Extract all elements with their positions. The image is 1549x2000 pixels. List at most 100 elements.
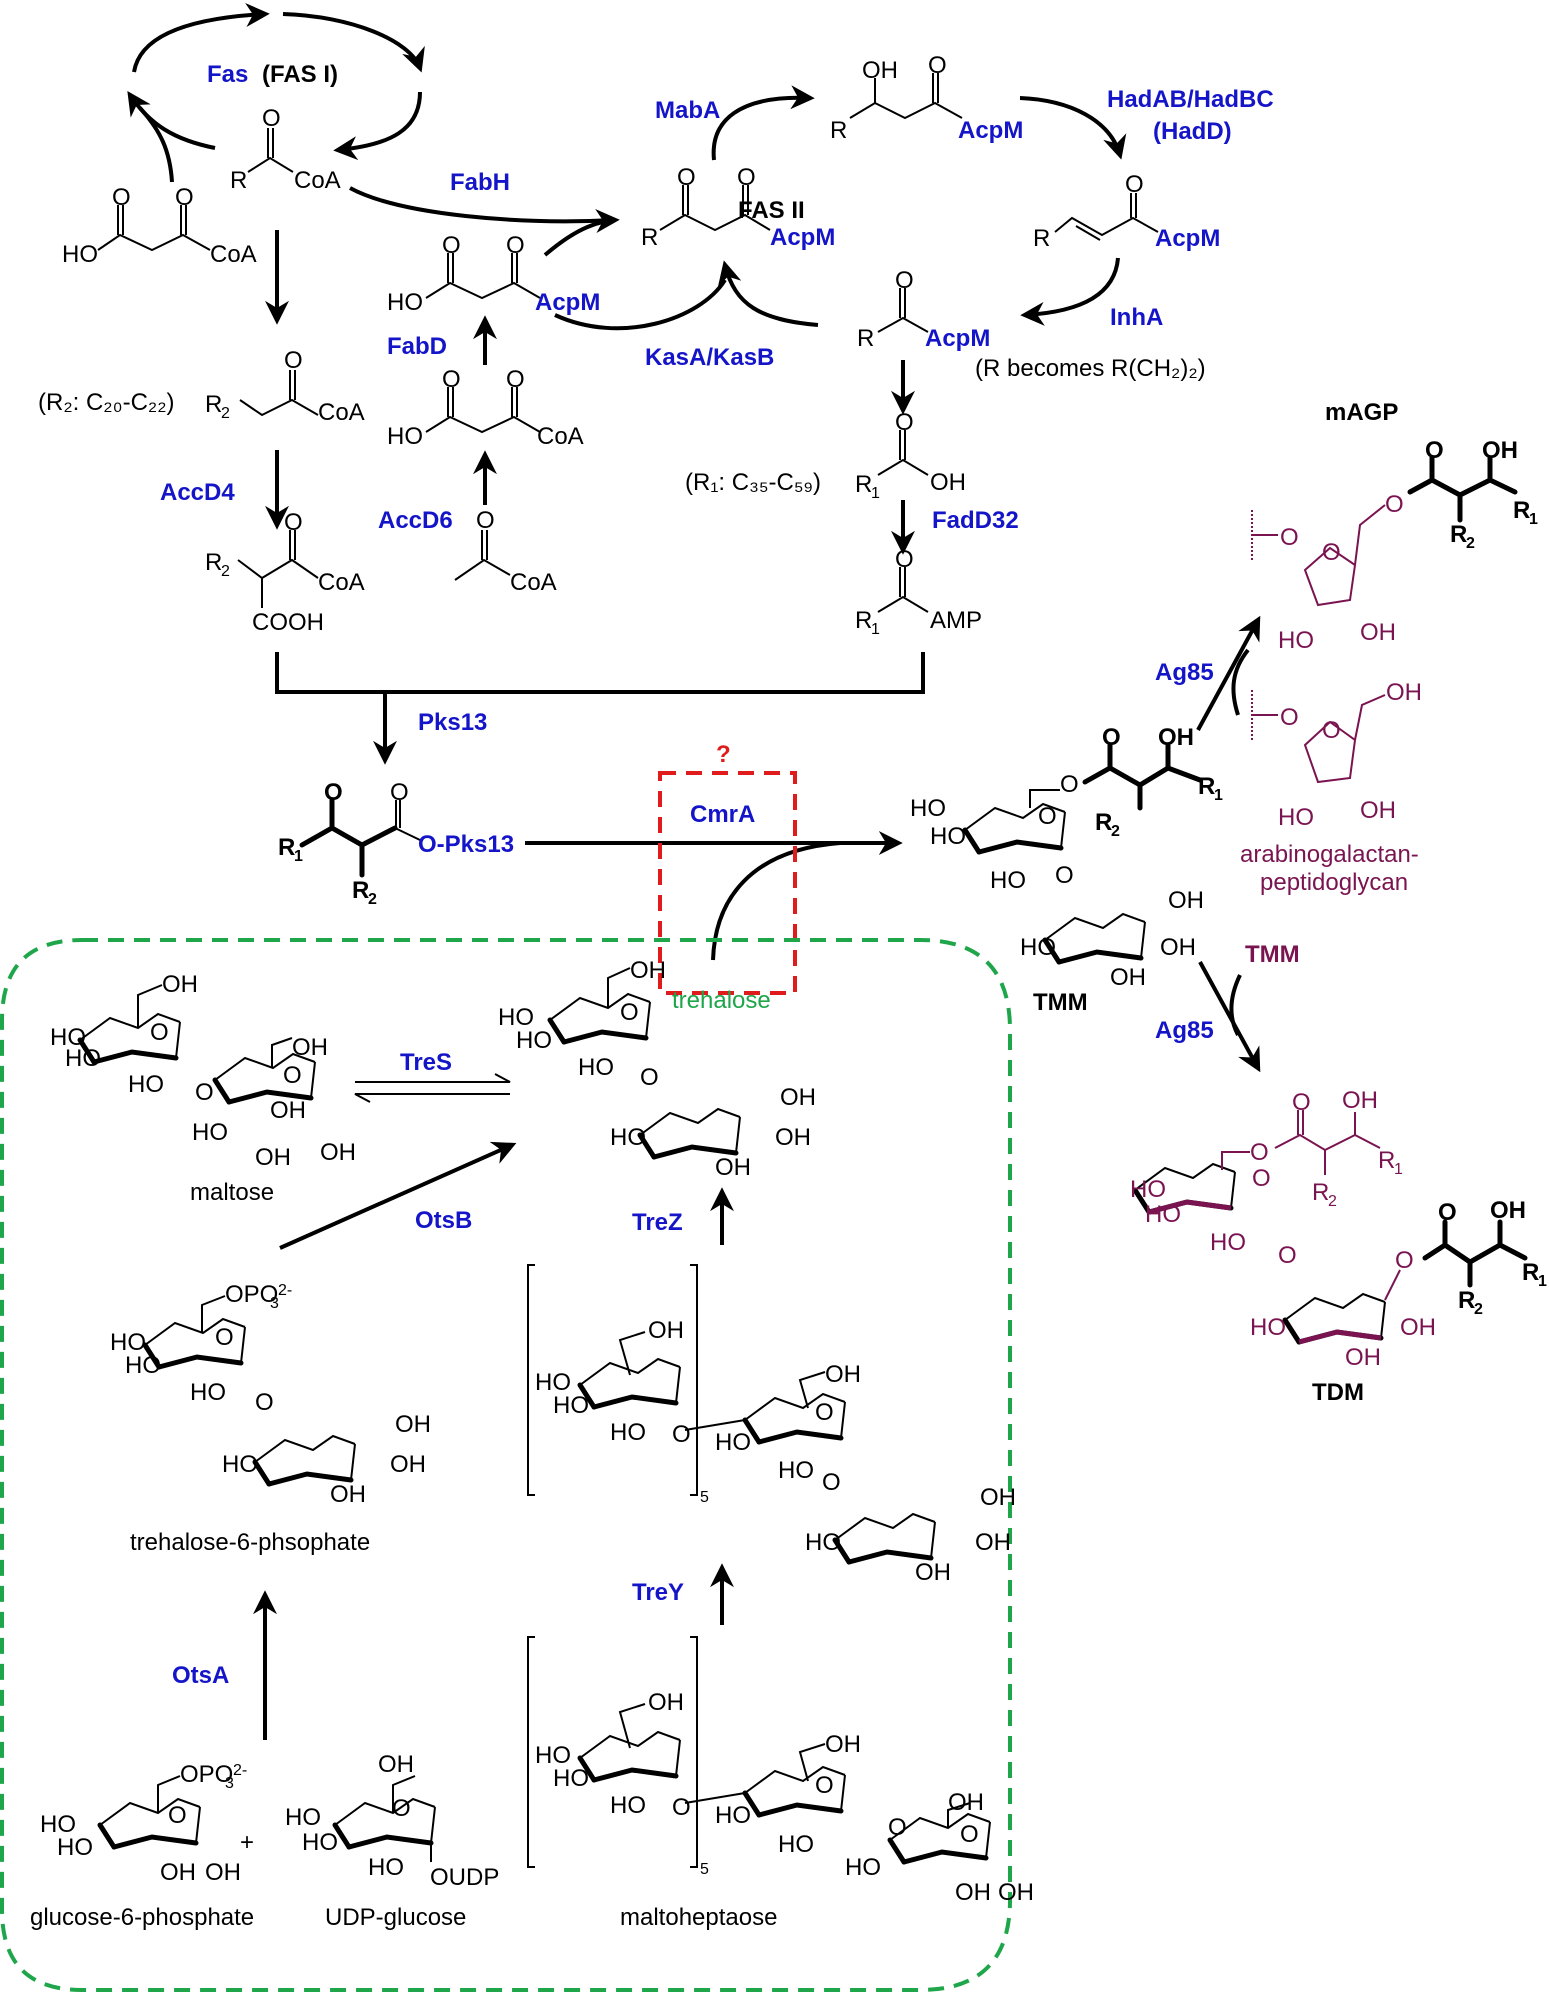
- svg-text:O: O: [262, 105, 281, 132]
- svg-text:O: O: [1060, 771, 1079, 798]
- magp-structure: mAGP O O O HO OH O OH R1 R2: [1251, 399, 1538, 654]
- maltose-label: maltose: [190, 1179, 274, 1206]
- svg-text:HO: HO: [128, 1071, 164, 1098]
- otsb-arrow: [279, 1141, 517, 1250]
- svg-text:HO: HO: [535, 1369, 571, 1396]
- svg-text:2: 2: [221, 563, 230, 580]
- enzyme-fabh: FabH: [450, 169, 510, 196]
- svg-text:OH: OH: [378, 1751, 414, 1778]
- svg-text:HO: HO: [610, 1792, 646, 1819]
- tdm-structure: HO HO HO O O O OH R1 R2 O HO OH OH O O O…: [1130, 1087, 1547, 1406]
- svg-text:OH: OH: [1490, 1197, 1526, 1224]
- svg-text:R: R: [1378, 1147, 1395, 1174]
- tmm-structure: HO HO HO O O O OH R1 R2 O HO OH OH OH TM…: [910, 724, 1223, 1016]
- enzyme-accd4: AccD4: [160, 479, 235, 506]
- svg-text:OH: OH: [390, 1451, 426, 1478]
- svg-text:O: O: [815, 1399, 834, 1426]
- svg-text:R: R: [205, 549, 222, 576]
- svg-text:O: O: [150, 1019, 169, 1046]
- svg-text:1: 1: [1538, 1273, 1547, 1290]
- r-becomes-note: (R becomes R(CH₂)₂): [975, 355, 1206, 382]
- svg-text:O: O: [960, 1821, 979, 1848]
- svg-text:O: O: [620, 999, 639, 1026]
- enzyme-otsa: OtsA: [172, 1662, 229, 1689]
- enzyme-fadd32: FadD32: [932, 507, 1019, 534]
- svg-text:OH: OH: [975, 1529, 1011, 1556]
- enzyme-ag85-top: Ag85: [1155, 659, 1214, 686]
- kasab-arrow-in: [554, 278, 727, 331]
- magp-label: mAGP: [1325, 399, 1398, 426]
- svg-text:HO: HO: [845, 1854, 881, 1881]
- svg-text:R: R: [205, 391, 222, 418]
- svg-text:HO: HO: [516, 1027, 552, 1054]
- svg-text:HO: HO: [302, 1829, 338, 1856]
- plus-sign: +: [240, 1829, 254, 1856]
- svg-text:R: R: [855, 607, 872, 634]
- svg-text:R: R: [1198, 773, 1215, 800]
- svg-text:3: 3: [270, 1295, 279, 1312]
- svg-text:OH: OH: [915, 1559, 951, 1586]
- svg-text:HO: HO: [715, 1429, 751, 1456]
- svg-text:OH: OH: [395, 1411, 431, 1438]
- svg-text:R: R: [857, 325, 874, 352]
- svg-text:CoA: CoA: [210, 241, 257, 268]
- svg-text:O: O: [888, 1814, 907, 1841]
- svg-text:HO: HO: [553, 1765, 589, 1792]
- svg-text:OH: OH: [955, 1879, 991, 1906]
- svg-text:O: O: [1385, 491, 1404, 518]
- svg-text:O: O: [175, 184, 194, 211]
- svg-text:HO: HO: [930, 823, 966, 850]
- tmm-reagent-curve: [1229, 974, 1242, 1036]
- svg-text:O: O: [1280, 704, 1299, 731]
- fas1-arrow-malonyl: [138, 106, 174, 183]
- svg-text:O: O: [1252, 1165, 1271, 1192]
- svg-text:OH: OH: [1160, 934, 1196, 961]
- svg-text:2: 2: [221, 405, 230, 422]
- svg-text:COOH: COOH: [252, 609, 324, 636]
- svg-text:HO: HO: [610, 1419, 646, 1446]
- svg-text:OH: OH: [1360, 619, 1396, 646]
- svg-text:O: O: [672, 1794, 691, 1821]
- svg-text:HO: HO: [805, 1529, 841, 1556]
- svg-text:OH: OH: [648, 1689, 684, 1716]
- svg-text:O: O: [390, 779, 409, 806]
- svg-text:O: O: [1322, 717, 1341, 744]
- arabinogalactan-structure: O O OH HO OH arabinogalactan- peptidogly…: [1240, 679, 1422, 896]
- udp-glucose-label: UDP-glucose: [325, 1904, 466, 1931]
- fas2-label: FAS II: [738, 197, 805, 224]
- svg-text:1: 1: [294, 848, 303, 865]
- pks13-intermediate: O O R1 R2 O-Pks13: [278, 779, 514, 908]
- svg-text:O: O: [506, 366, 525, 393]
- svg-text:R: R: [278, 834, 295, 861]
- svg-text:OH: OH: [648, 1317, 684, 1344]
- svg-text:O: O: [1395, 1247, 1414, 1274]
- svg-text:OPO: OPO: [180, 1761, 233, 1788]
- svg-text:OH: OH: [1386, 679, 1422, 706]
- svg-text:O: O: [284, 347, 303, 374]
- svg-text:OH: OH: [998, 1879, 1034, 1906]
- svg-text:OH: OH: [255, 1144, 291, 1171]
- svg-text:R: R: [1513, 497, 1530, 524]
- svg-text:5: 5: [700, 1861, 709, 1878]
- fas1-cycle: Fas (FAS I): [127, 3, 425, 183]
- cmra-question-mark: ?: [716, 741, 731, 768]
- svg-text:HO: HO: [50, 1024, 86, 1051]
- ag85-top-curve: [1231, 648, 1250, 716]
- svg-text:O: O: [1125, 171, 1144, 198]
- svg-text:O: O: [283, 1062, 302, 1089]
- svg-text:O: O: [1055, 862, 1074, 889]
- svg-text:OH: OH: [825, 1361, 861, 1388]
- svg-text:2: 2: [1474, 1301, 1483, 1318]
- svg-text:CoA: CoA: [510, 569, 557, 596]
- svg-text:O: O: [1038, 803, 1057, 830]
- fas1-arrow-top-left: [132, 3, 270, 73]
- svg-text:HO: HO: [285, 1804, 321, 1831]
- svg-text:HO: HO: [578, 1054, 614, 1081]
- svg-text:HO: HO: [222, 1451, 258, 1478]
- svg-text:HO: HO: [125, 1352, 161, 1379]
- svg-text:3: 3: [225, 1775, 234, 1792]
- svg-text:OH: OH: [205, 1859, 241, 1886]
- svg-text:OH: OH: [980, 1484, 1016, 1511]
